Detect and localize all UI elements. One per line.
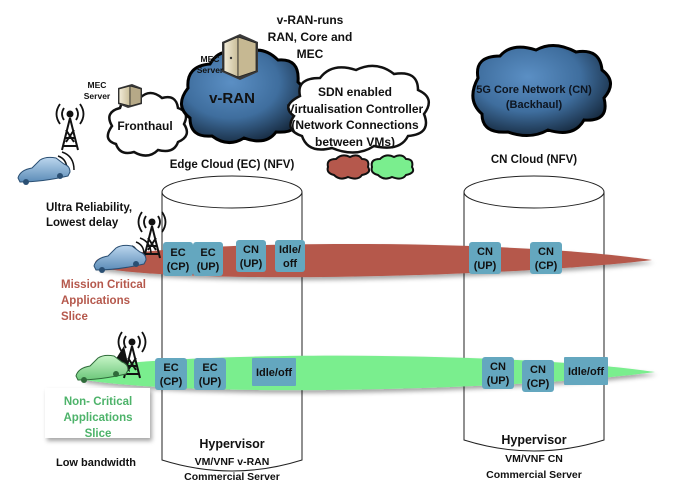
- mission-vnf-box: CN (UP): [469, 242, 501, 274]
- vnf-box-label: EC: [202, 362, 217, 374]
- vnf-box-label: Idle/off: [568, 366, 604, 378]
- noncritical-vnf-box: EC (UP): [194, 358, 226, 390]
- mission-vnf-box: EC (CP): [163, 242, 193, 276]
- vnf-box-label: EC: [200, 247, 215, 259]
- edge-server-caption: Commercial Server: [184, 471, 280, 483]
- mec-server-small-icon: [118, 84, 142, 108]
- mission-qos-label: Ultra Reliability,: [46, 202, 132, 214]
- core-server-caption: VM/VNF CN: [505, 453, 563, 465]
- noncritical-slice-name: Slice: [85, 428, 112, 440]
- cell-tower-icon: [117, 331, 147, 379]
- core-server-cylinder: [463, 175, 605, 452]
- sdn-label-line: Virtualisation Controller: [287, 102, 424, 116]
- noncritical-vnf-box: Idle/off: [252, 358, 296, 386]
- vnf-boxes: EC(CP)EC(UP)CN(UP)Idle/offCN(UP)CN(CP)EC…: [155, 240, 608, 392]
- mission-slice-name: Mission Critical: [61, 279, 146, 291]
- mission-critical-slice-band: [95, 243, 652, 278]
- noncritical-qos-label: Low bandwidth: [56, 457, 136, 469]
- vnf-box-bg: [193, 242, 223, 276]
- mission-slice-name: Slice: [61, 311, 88, 323]
- vnf-box-label: (CP): [167, 261, 190, 273]
- mission-qos-label: Lowest delay: [46, 217, 119, 229]
- non-critical-label-box: [45, 388, 150, 438]
- noncritical-vnf-box: EC (CP): [155, 358, 187, 390]
- car-icon: [75, 354, 129, 383]
- vnf-box-label: (UP): [240, 258, 263, 270]
- vnf-box-label: (CP): [535, 260, 558, 272]
- noncritical-vnf-box: CN (UP): [482, 357, 514, 389]
- mission-slice-name: Applications: [61, 295, 130, 307]
- top-note-line: RAN, Core and: [268, 30, 353, 44]
- noncritical-slice-name: Applications: [63, 412, 132, 424]
- vnf-box-label: off: [283, 258, 297, 270]
- mec-server-large-label: Server: [197, 65, 224, 75]
- mec-server-small-label: Server: [84, 91, 111, 101]
- vnf-box-bg: [163, 242, 193, 276]
- mission-vnf-box: Idle/off: [275, 240, 305, 272]
- core-server-caption: Commercial Server: [486, 469, 582, 481]
- sdn-cloud: [287, 64, 431, 154]
- vnf-box-label: CN: [477, 246, 493, 258]
- vnf-box-bg: [275, 240, 305, 272]
- edge-hypervisor-label: Hypervisor: [199, 437, 264, 451]
- non-critical-mini-cloud: [370, 154, 415, 180]
- mec-server-large-icon: [222, 34, 258, 80]
- mission-critical-mini-cloud: [326, 154, 371, 180]
- noncritical-vnf-box: Idle/off: [564, 357, 608, 385]
- vnf-box-label: (CP): [527, 378, 550, 390]
- vnf-box-bg: [194, 358, 226, 390]
- core-network-cloud: [471, 44, 612, 137]
- core-network-label: (Backhaul): [506, 99, 563, 111]
- cell-tower-icon: [55, 103, 85, 151]
- core-hypervisor-label: Hypervisor: [501, 433, 566, 447]
- vnf-box-label: EC: [170, 247, 185, 259]
- vnf-box-label: Idle/: [279, 244, 301, 256]
- noncritical-vnf-box: CN (CP): [522, 360, 554, 392]
- noncritical-slice-name: Non- Critical: [64, 396, 132, 408]
- vnf-box-label: CN: [530, 364, 546, 376]
- cn-cloud-label: CN Cloud (NFV): [491, 154, 577, 166]
- cell-tower-icon: [137, 211, 167, 259]
- core-network-label: 5G Core Network (CN): [476, 84, 592, 96]
- top-note: v-RAN-runs RAN, Core and MEC: [268, 13, 353, 61]
- mission-vnf-box: EC (UP): [193, 242, 223, 276]
- vnf-box-label: (UP): [474, 260, 497, 272]
- mec-server-small-label: MEC: [88, 80, 107, 90]
- vnf-box-label: (UP): [487, 375, 510, 387]
- top-note-line: MEC: [297, 47, 324, 61]
- vnf-box-bg: [155, 358, 187, 390]
- vnf-box-label: CN: [538, 246, 554, 258]
- mission-vnf-box: CN (CP): [530, 242, 562, 274]
- vnf-box-bg: [482, 357, 514, 389]
- vnf-box-label: CN: [243, 244, 259, 256]
- mission-vnf-box: CN (UP): [236, 240, 266, 272]
- sdn-label-line: (Network Connections: [291, 118, 419, 132]
- vnf-box-bg: [469, 242, 501, 274]
- fronthaul-label: Fronthaul: [117, 119, 172, 133]
- vnf-box-bg: [564, 357, 608, 385]
- vnf-box-label: (UP): [199, 376, 222, 388]
- edge-server-cylinder: [161, 175, 303, 472]
- vnf-box-label: (UP): [197, 261, 220, 273]
- vnf-box-bg: [236, 240, 266, 272]
- car-icon: [93, 244, 147, 273]
- sdn-label-line: SDN enabled: [318, 85, 392, 99]
- vnf-box-label: CN: [490, 361, 506, 373]
- vnf-box-bg: [252, 358, 296, 386]
- sdn-label-line: between VMs): [315, 135, 395, 149]
- edge-server-caption: VM/VNF v-RAN: [195, 456, 270, 468]
- mec-server-large-label: MEC: [201, 54, 220, 64]
- vnf-box-bg: [522, 360, 554, 392]
- vnf-box-label: (CP): [160, 376, 183, 388]
- top-note-line: v-RAN-runs: [277, 13, 344, 27]
- vnf-box-label: Idle/off: [256, 367, 292, 379]
- car-icon: [17, 156, 71, 185]
- vran-label: v-RAN: [209, 90, 255, 107]
- vnf-box-label: EC: [163, 362, 178, 374]
- vnf-box-bg: [530, 242, 562, 274]
- edge-cloud-label: Edge Cloud (EC) (NFV): [170, 159, 295, 171]
